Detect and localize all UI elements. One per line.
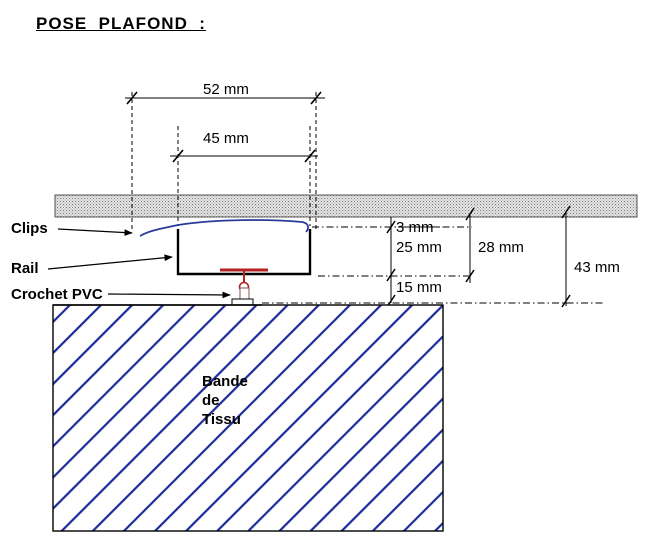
reference-lines	[262, 226, 605, 304]
fabric-band	[52, 304, 444, 532]
vertical-dimensions	[386, 205, 571, 308]
dimension-45	[170, 126, 318, 226]
dimension-15-label: 15 mm	[396, 279, 442, 296]
dimension-43-label: 43 mm	[574, 259, 620, 276]
clips-label: Clips	[11, 220, 48, 237]
dimension-28-label: 28 mm	[478, 239, 524, 256]
fabric-label-line1: Bande	[202, 373, 248, 390]
fabric-label-line2: de	[202, 392, 220, 409]
rail-label: Rail	[11, 260, 39, 277]
page-title: POSE PLAFOND :	[36, 14, 206, 33]
clips-leader	[57, 228, 133, 236]
crochet-label: Crochet PVC	[11, 286, 103, 303]
fabric-label-line3: Tissu	[202, 411, 241, 428]
dimension-25-label: 25 mm	[396, 239, 442, 256]
clip	[139, 219, 309, 237]
pvc-hook	[220, 268, 268, 306]
crochet-leader	[107, 291, 231, 299]
rail-profile	[176, 229, 312, 276]
ceiling	[54, 194, 638, 218]
dimension-45-label: 45 mm	[203, 130, 249, 147]
rail-leader	[47, 254, 173, 270]
dimension-52-label: 52 mm	[203, 81, 249, 98]
dimension-52	[125, 91, 325, 230]
